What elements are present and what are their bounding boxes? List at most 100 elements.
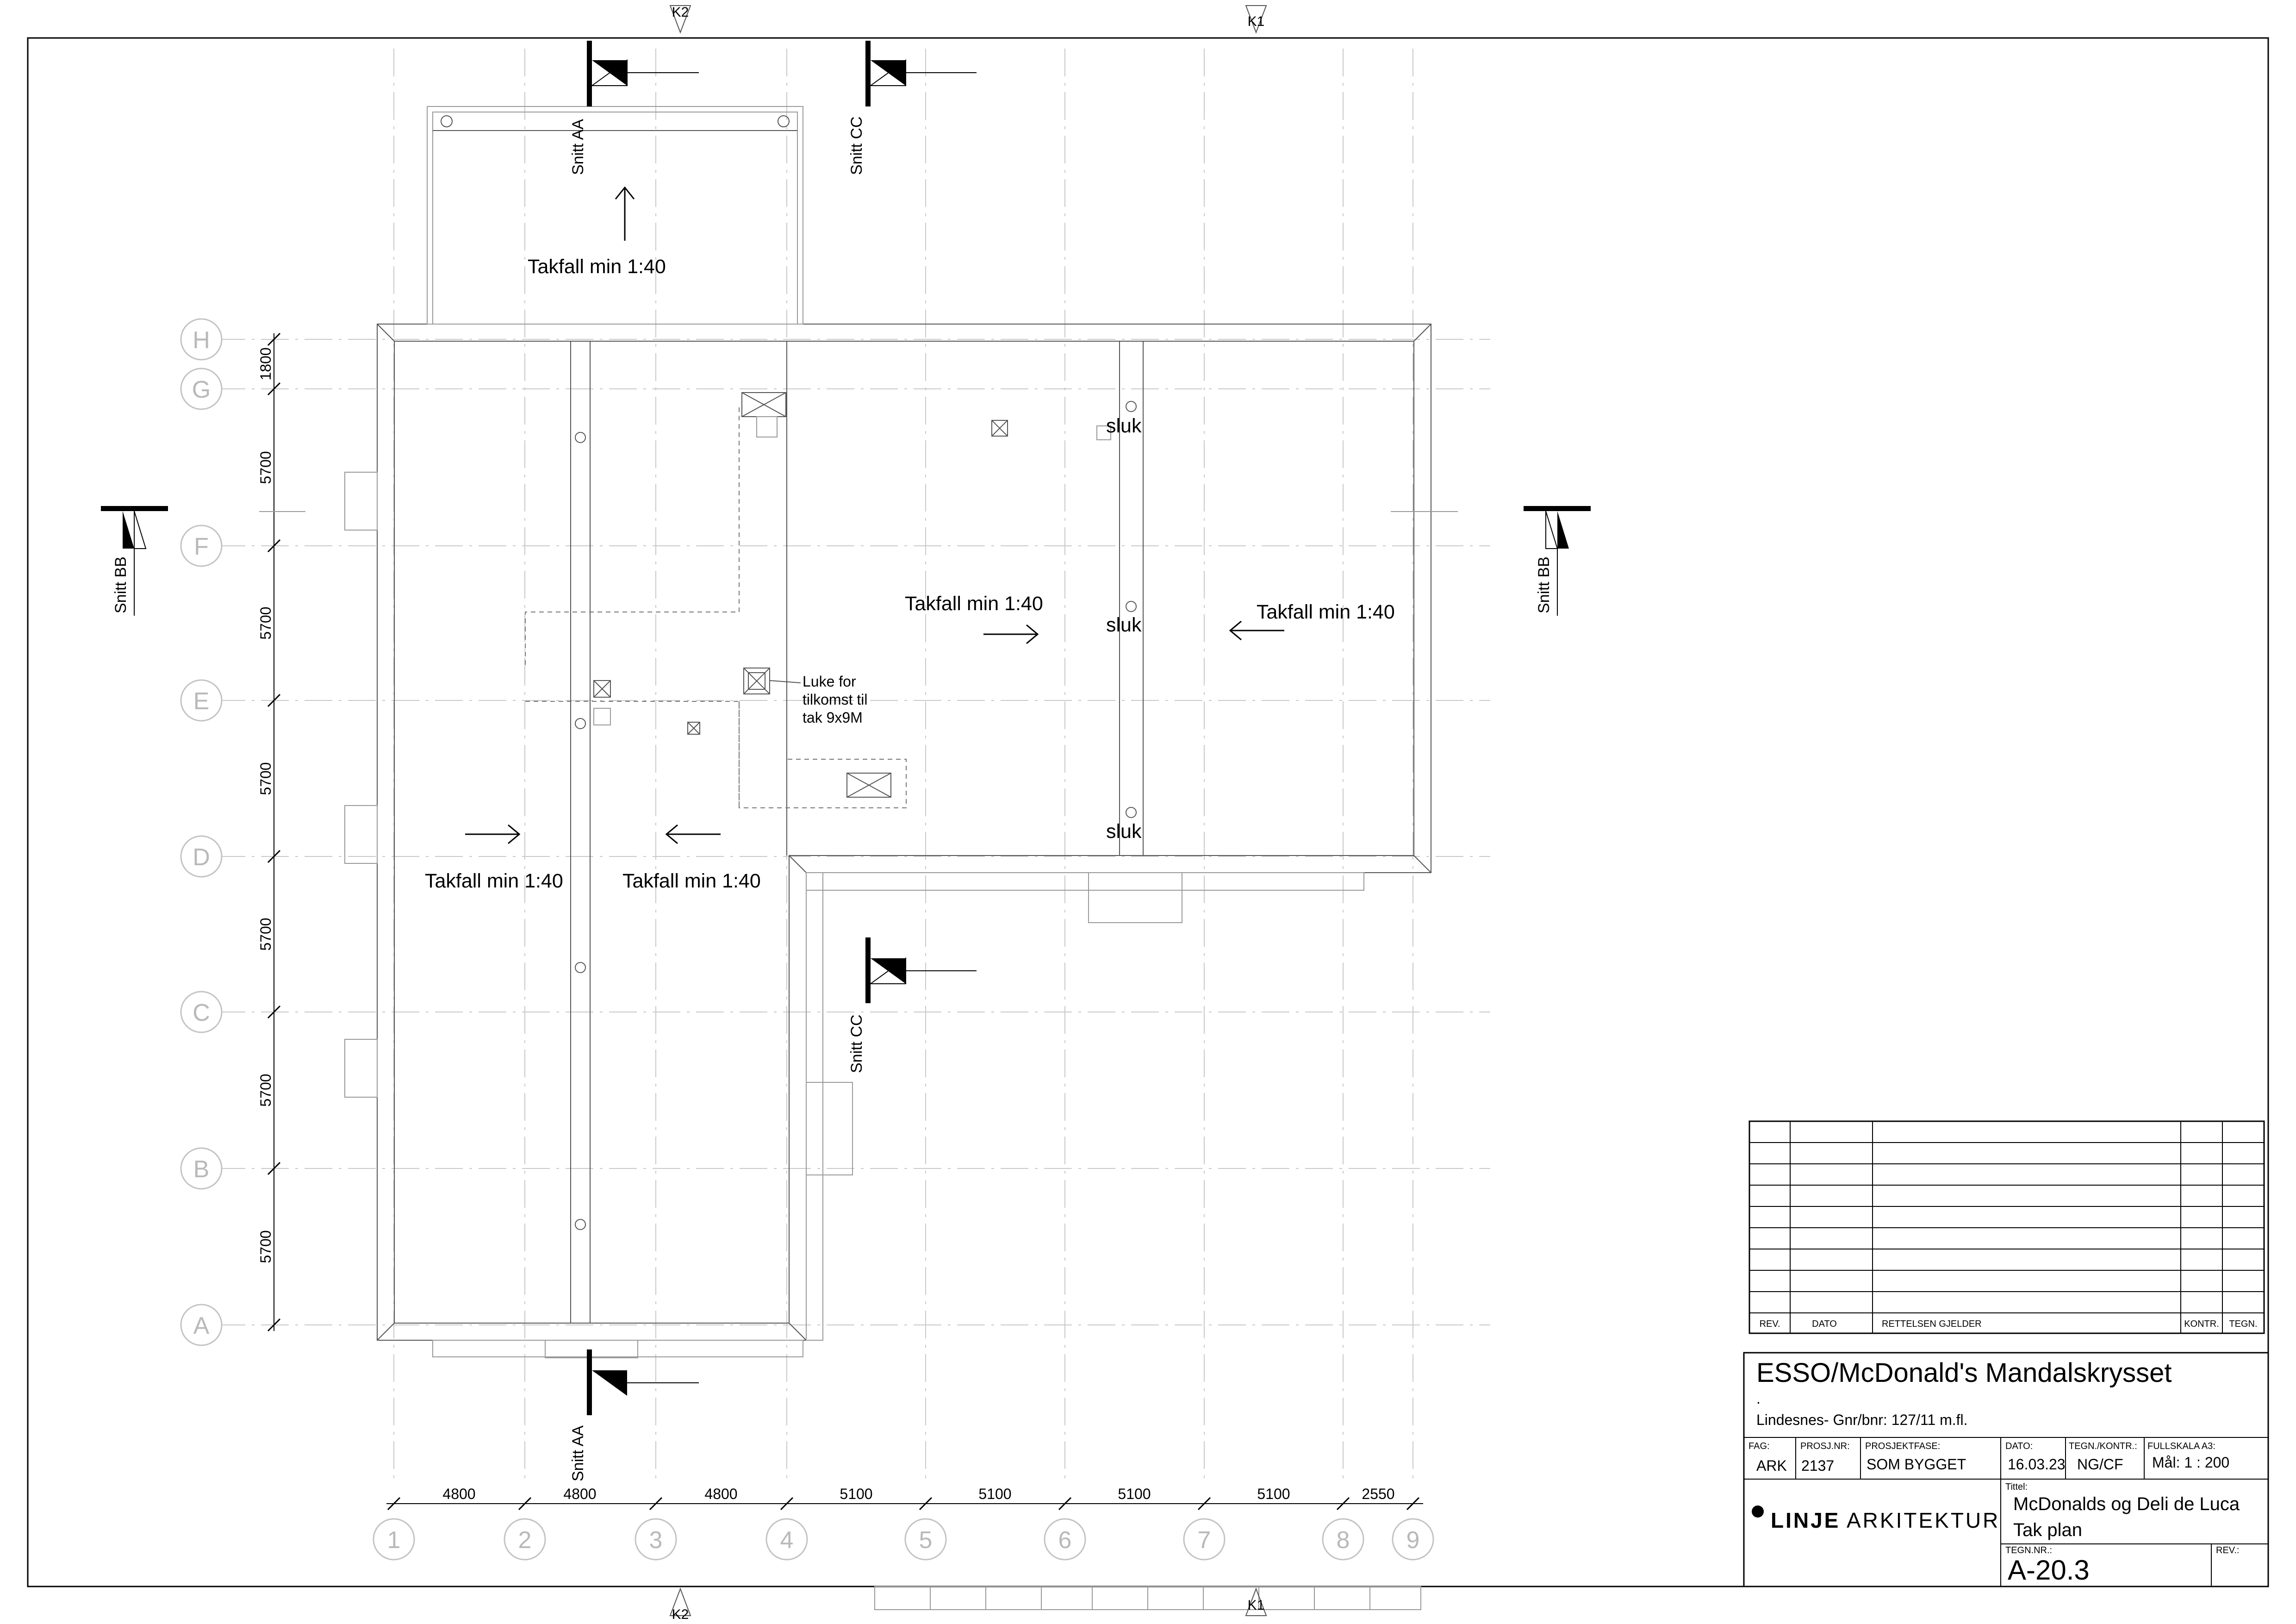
svg-text:2550: 2550	[1362, 1486, 1394, 1502]
dimension-line-bottom: 4800 4800 4800 5100 5100 5100 5100 2550	[386, 1486, 1423, 1511]
svg-text:REV.:: REV.:	[2216, 1545, 2239, 1555]
svg-text:5700: 5700	[257, 918, 274, 950]
svg-text:5700: 5700	[257, 1074, 274, 1106]
vent-small-2	[593, 680, 611, 725]
grid-bubble-9: 9	[1392, 1518, 1434, 1561]
svg-text:4800: 4800	[442, 1486, 475, 1502]
svg-text:F: F	[194, 533, 209, 560]
svg-text:9: 9	[1406, 1527, 1420, 1554]
svg-text:C: C	[193, 999, 210, 1026]
svg-text:7: 7	[1198, 1527, 1211, 1554]
grid-bubble-H: H	[180, 318, 223, 361]
svg-text:PROSJ.NR:: PROSJ.NR:	[1800, 1441, 1850, 1451]
svg-text:PROSJEKTFASE:: PROSJEKTFASE:	[1865, 1441, 1940, 1451]
svg-text:5: 5	[919, 1527, 933, 1554]
slope-label-west-1: Takfall min 1:40	[425, 870, 563, 892]
hatch-label-1: Luke for	[803, 673, 856, 690]
scale-value: Mål: 1 : 200	[2152, 1454, 2229, 1471]
svg-text:5700: 5700	[257, 606, 274, 639]
svg-text:K1: K1	[1248, 14, 1265, 29]
rev-header-dato: DATO	[1812, 1319, 1837, 1329]
grid-bubble-B: B	[180, 1147, 223, 1190]
svg-text:DATO:: DATO:	[2005, 1441, 2033, 1451]
company-logo-dot	[1752, 1505, 1764, 1518]
arrow-left-east	[1229, 620, 1284, 641]
svg-text:Snitt AA: Snitt AA	[569, 1425, 587, 1481]
grid-bubble-7: 7	[1183, 1518, 1226, 1561]
svg-text:K2: K2	[672, 1607, 689, 1622]
grid-bubble-8: 8	[1322, 1518, 1364, 1561]
section-mark-aa-bottom: Snitt AA	[569, 1349, 699, 1481]
svg-text:Snitt AA: Snitt AA	[569, 119, 587, 175]
tegn-value: NG/CF	[2077, 1456, 2123, 1473]
roof-drains	[575, 401, 1137, 1230]
svg-text:K1: K1	[1248, 1598, 1265, 1613]
vent-unit-2	[846, 773, 891, 798]
svg-text:5700: 5700	[257, 451, 274, 484]
svg-text:5700: 5700	[257, 762, 274, 795]
svg-text:5100: 5100	[978, 1486, 1011, 1502]
project-name: ESSO/McDonald's Mandalskrysset	[1756, 1358, 2172, 1388]
grid-bubble-C: C	[180, 991, 223, 1033]
svg-text:FULLSKALA A3:: FULLSKALA A3:	[2147, 1441, 2215, 1451]
rev-header-kontr: KONTR.	[2184, 1319, 2219, 1329]
svg-text:4800: 4800	[563, 1486, 596, 1502]
svg-text:3: 3	[649, 1527, 663, 1554]
svg-text:8: 8	[1337, 1527, 1350, 1554]
section-mark-bb-right: Snitt BB	[1524, 506, 1591, 616]
drain-label-2: sluk	[1106, 614, 1142, 636]
title-block: ESSO/McDonald's Mandalskrysset . Lindesn…	[1743, 1352, 2269, 1587]
vent-unit-1	[741, 392, 786, 437]
company-name-bold: LINJE	[1771, 1508, 1840, 1532]
drawing-number: A-20.3	[2008, 1555, 2090, 1586]
grid-lines-horizontal	[218, 339, 1490, 1325]
fag-value: ARK	[1756, 1457, 1787, 1474]
svg-text:TEGN.NR.:: TEGN.NR.:	[2005, 1545, 2052, 1555]
wall-elements	[344, 472, 1421, 1610]
slope-label-center: Takfall min 1:40	[905, 593, 1043, 615]
revision-table: REV. DATO RETTELSEN GJELDER KONTR. TEGN.	[1748, 1120, 2265, 1334]
svg-text:B: B	[193, 1156, 210, 1183]
plan-labels: Takfall min 1:40 Takfall min 1:40 Takfal…	[425, 256, 1395, 892]
arrow-right-center	[983, 624, 1039, 644]
svg-text:1800: 1800	[257, 347, 274, 380]
svg-text:G: G	[192, 376, 211, 403]
sheet-frame	[27, 37, 2269, 1587]
rev-header-rev: REV.	[1760, 1319, 1780, 1329]
arrow-left-west	[665, 824, 721, 844]
drawing-title-1: McDonalds og Deli de Luca	[2013, 1494, 2240, 1514]
grid-bubble-4: 4	[765, 1518, 808, 1561]
svg-text:FAG:: FAG:	[1748, 1441, 1770, 1451]
svg-text:D: D	[193, 844, 210, 871]
svg-text:Snitt BB: Snitt BB	[1535, 556, 1553, 613]
slope-label-east: Takfall min 1:40	[1257, 601, 1395, 623]
grid-bubbles-y: A B C D E F G H	[180, 318, 223, 1346]
grid-lines-vertical	[393, 49, 1413, 1481]
project-dot: .	[1756, 1390, 1761, 1407]
drawing-title-2: Tak plan	[2013, 1520, 2082, 1540]
svg-text:2: 2	[518, 1527, 532, 1554]
svg-text:5100: 5100	[840, 1486, 872, 1502]
svg-text:Snitt CC: Snitt CC	[848, 1014, 865, 1073]
section-mark-aa-top: Snitt AA	[569, 41, 699, 175]
section-mark-cc-top: Snitt CC	[848, 41, 977, 175]
grid-bubble-5: 5	[904, 1518, 947, 1561]
drain-label-1: sluk	[1106, 415, 1142, 437]
section-mark-cc-middle: Snitt CC	[848, 937, 977, 1073]
svg-text:Snitt BB: Snitt BB	[112, 556, 130, 613]
svg-text:1: 1	[387, 1527, 401, 1554]
svg-text:5100: 5100	[1118, 1486, 1151, 1502]
project-location: Lindesnes- Gnr/bnr: 127/11 m.fl.	[1756, 1412, 1968, 1428]
dashed-installations	[525, 407, 907, 808]
svg-text:4: 4	[780, 1527, 794, 1554]
slope-label-canopy: Takfall min 1:40	[528, 256, 666, 278]
svg-text:6: 6	[1058, 1527, 1072, 1554]
vent-small-1	[991, 420, 1008, 437]
fase-value: SOM BYGGET	[1867, 1456, 1966, 1473]
slope-label-west-2: Takfall min 1:40	[622, 870, 761, 892]
arrow-right-west	[465, 824, 521, 844]
grid-bubble-3: 3	[635, 1518, 677, 1561]
section-mark-bb-left: Snitt BB	[101, 506, 168, 616]
rev-header-tegn: TEGN.	[2229, 1319, 2257, 1329]
svg-text:4800: 4800	[704, 1486, 737, 1502]
